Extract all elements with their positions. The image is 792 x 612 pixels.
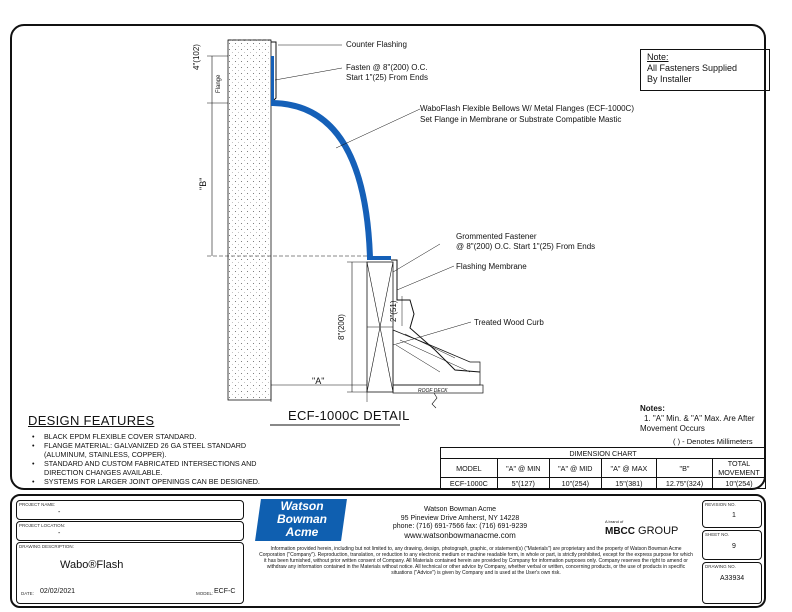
callout-counter-flashing: Counter Flashing	[346, 40, 407, 49]
table-cell: 12.75"(324)	[656, 477, 713, 489]
notes-line1: 1. "A" Min. & "A" Max. Are After	[644, 414, 755, 423]
table-cell: 10"(254)	[712, 477, 766, 489]
dim-a: "A"	[312, 376, 325, 386]
drawing-number-cell	[702, 562, 762, 604]
sheet-label: SHEET NO.	[705, 532, 730, 537]
note-line2: By Installer	[647, 74, 692, 84]
flashing-membrane	[391, 259, 481, 373]
col-header: "B"	[656, 458, 713, 478]
callout-grommet-line1: Grommented Fastener	[456, 232, 537, 241]
col-header: "A" @ MID	[548, 458, 602, 478]
callout-grommet-line2: @ 8"(200) O.C. Start 1"(25) From Ends	[456, 242, 596, 251]
dimension-chart-caption: DIMENSION CHART	[440, 447, 766, 459]
logo-line: Bowman	[276, 512, 327, 526]
design-features-list: BLACK EPDM FLEXIBLE COVER STANDARD. FLAN…	[30, 432, 280, 486]
drawing-number-label: DRAWING NO.	[705, 564, 736, 569]
project-location: -	[58, 530, 61, 537]
group-label: GROUP	[635, 525, 679, 537]
callout-wabo-line1: WaboFlash Flexible Bellows W/ Metal Flan…	[420, 104, 634, 113]
design-feature-item: STANDARD AND CUSTOM FABRICATED INTERSECT…	[30, 459, 280, 477]
col-header: "A" @ MIN	[496, 458, 550, 478]
col-header: MODEL	[440, 458, 498, 478]
company-address: 95 Pineview Drive Amherst, NY 14228	[400, 514, 520, 522]
company-info: Watson Bowman Acme 95 Pineview Drive Amh…	[380, 506, 540, 540]
col-header: TOTAL MOVEMENT	[712, 458, 766, 478]
drawing-description-label: DRAWING DESCRIPTION:	[19, 544, 74, 549]
title-block	[10, 494, 766, 608]
design-features-title: DESIGN FEATURES	[28, 413, 155, 428]
logo-line: Watson	[280, 499, 324, 513]
project-location-label: PROJECT LOCATION:	[19, 523, 66, 528]
detail-title: ECF-1000C DETAIL	[288, 408, 410, 423]
drawing-description-cell	[16, 542, 244, 604]
company-name: Watson Bowman Acme	[423, 506, 497, 513]
table-cell: 15"(381)	[600, 477, 658, 489]
sheet-cell	[702, 530, 762, 560]
revision-value: 1	[732, 512, 736, 519]
dimension-chart: DIMENSION CHART MODEL "A" @ MIN "A" @ MI…	[440, 447, 766, 489]
drawing-description: Wabo®Flash	[60, 559, 124, 571]
millimeters-note: ( ) - Denotes Millimeters	[673, 437, 753, 446]
company-website[interactable]: www.watsonbowmanacme.com	[404, 530, 516, 540]
design-feature-item: SYSTEMS FOR LARGER JOINT OPENINGS CAN BE…	[30, 477, 280, 486]
revision-label: REVISION NO.	[705, 502, 736, 507]
table-cell: ECF-1000C	[440, 477, 498, 489]
callout-wabo-line2: Set Flange in Membrane or Substrate Comp…	[420, 115, 622, 124]
brand-of-label: A brand of	[605, 519, 624, 524]
notes-block: Notes: 1. "A" Min. & "A" Max. Are After …	[640, 404, 755, 434]
callout-fasten-line2: Start 1"(25) From Ends	[346, 73, 428, 82]
company-logo-text: Watson Bowman Acme	[262, 500, 342, 539]
notes-line2: Movement Occurs	[640, 424, 705, 433]
callout-flashing-membrane: Flashing Membrane	[456, 262, 527, 271]
table-cell: 10"(254)	[548, 477, 602, 489]
table-cell: 5"(127)	[496, 477, 550, 489]
project-name-label: PROJECT NAME:	[19, 502, 56, 507]
model-value: ECF-C	[214, 588, 236, 595]
revision-cell	[702, 500, 762, 528]
date-value: 02/02/2021	[40, 588, 76, 595]
project-name-cell	[16, 500, 244, 520]
notes-heading: Notes:	[640, 404, 665, 413]
project-location-cell	[16, 521, 244, 541]
sheet-value: 9	[732, 543, 736, 550]
logo-line: Acme	[285, 525, 319, 539]
callout-fasten-line1: Fasten @ 8"(200) O.C.	[346, 63, 428, 72]
col-header: "A" @ MAX	[600, 458, 658, 478]
company-phone: phone: (716) 691-7566 fax: (716) 691-923…	[392, 523, 528, 530]
model-label: MODEL:	[196, 591, 214, 596]
roof-deck-label: ROOF DECK	[418, 388, 448, 394]
design-feature-item: BLACK EPDM FLEXIBLE COVER STANDARD.	[30, 432, 280, 441]
bottom-flange	[367, 256, 391, 260]
project-name: -	[58, 509, 61, 516]
mbcc-label: MBCC	[605, 526, 635, 537]
drawing-number-value: A33934	[720, 575, 745, 582]
design-feature-item: FLANGE MATERIAL: GALVANIZED 26 GA STEEL …	[30, 441, 280, 459]
drawing-sheet-border	[10, 24, 766, 490]
fastener-note-box: Note: All Fasteners Supplied By Installe…	[640, 49, 770, 91]
date-label: DATE:	[21, 591, 34, 596]
roof-deck	[392, 384, 484, 394]
note-heading: Note:	[647, 52, 669, 62]
legal-disclaimer: Information provided herein, including b…	[259, 546, 693, 576]
callout-treated-wood: Treated Wood Curb	[474, 318, 544, 327]
top-flange	[271, 56, 274, 106]
note-line1: All Fasteners Supplied	[647, 63, 738, 73]
table-row: ECF-1000C 5"(127) 10"(254) 15"(381) 12.7…	[440, 477, 766, 489]
mbcc-group-logo: A brand of MBCC GROUP	[605, 519, 679, 537]
bellows	[272, 100, 373, 259]
